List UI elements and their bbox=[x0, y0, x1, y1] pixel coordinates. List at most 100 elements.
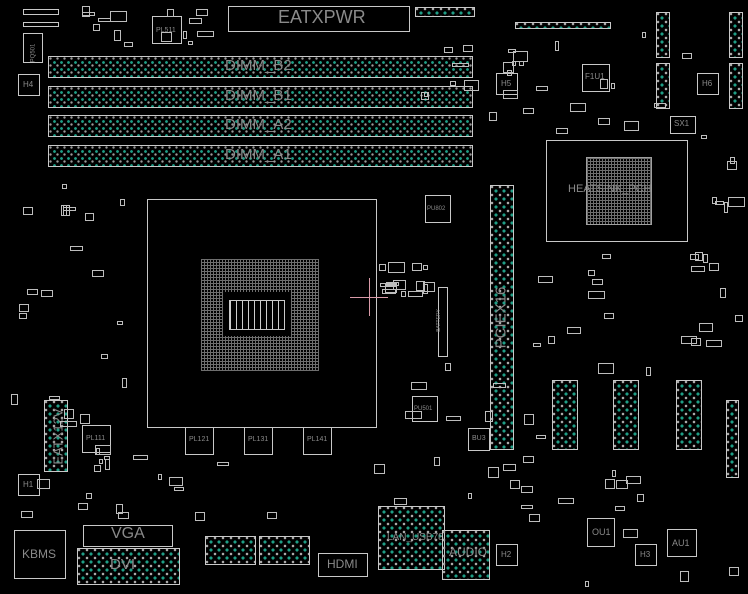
audio-connector[interactable] bbox=[442, 530, 490, 580]
smd-component bbox=[690, 254, 699, 261]
smd-component bbox=[158, 473, 163, 480]
header-top-1[interactable] bbox=[23, 9, 59, 15]
smd-component bbox=[161, 31, 172, 42]
smd-component bbox=[95, 445, 112, 456]
ou1-label: OU1 bbox=[592, 527, 611, 537]
header-top-2[interactable] bbox=[23, 22, 59, 27]
smd-component bbox=[385, 282, 399, 287]
header-top-3[interactable] bbox=[415, 7, 475, 17]
bu3-label: BU3 bbox=[472, 435, 486, 442]
smd-component bbox=[387, 261, 405, 273]
smd-component bbox=[548, 336, 556, 345]
battery-holder[interactable] bbox=[438, 287, 448, 357]
bu3-chip[interactable] bbox=[468, 428, 490, 451]
smd-component bbox=[502, 464, 516, 472]
hdmi-connector[interactable] bbox=[318, 553, 368, 577]
smd-component bbox=[445, 362, 452, 371]
ou1-chip[interactable] bbox=[587, 518, 615, 547]
eatx12v-connector[interactable] bbox=[44, 400, 68, 472]
smd-component bbox=[597, 118, 610, 126]
f1u1-chip[interactable] bbox=[582, 64, 610, 92]
smd-component bbox=[22, 207, 33, 216]
au1-chip[interactable] bbox=[667, 529, 697, 557]
dimm-b2-label: DIMM_B2 bbox=[225, 57, 292, 74]
smd-component bbox=[36, 479, 50, 490]
h3-label: H3 bbox=[640, 550, 651, 559]
lan-usb-label: LAN_USB78 bbox=[387, 532, 444, 543]
smd-component bbox=[712, 196, 718, 204]
pch-chip[interactable] bbox=[586, 157, 652, 225]
dvi-label: DVI bbox=[110, 556, 136, 573]
header-right-2[interactable] bbox=[729, 12, 743, 58]
dimm-slot-b2[interactable] bbox=[48, 56, 473, 78]
mounting-hole-h1[interactable]: H1 bbox=[18, 474, 40, 496]
header-top-4[interactable] bbox=[515, 22, 611, 29]
smd-component bbox=[535, 85, 548, 91]
smd-component bbox=[702, 253, 708, 263]
dimm-slot-a2[interactable] bbox=[48, 115, 473, 137]
pq501-component[interactable] bbox=[23, 33, 43, 63]
dimm-slot-a1[interactable] bbox=[48, 145, 473, 167]
sx1-label: SX1 bbox=[674, 119, 690, 128]
smd-component bbox=[654, 102, 667, 108]
smd-component bbox=[520, 485, 533, 493]
ic-right-2[interactable] bbox=[613, 380, 639, 450]
smd-component bbox=[597, 362, 614, 374]
smd-component bbox=[123, 41, 133, 47]
smd-component bbox=[10, 394, 18, 406]
smd-component bbox=[444, 47, 454, 54]
smd-component bbox=[64, 409, 75, 420]
vga-connector[interactable] bbox=[83, 525, 173, 547]
kbms-connector[interactable] bbox=[14, 530, 66, 579]
usb-connector-1[interactable] bbox=[205, 536, 256, 565]
smd-component bbox=[570, 103, 587, 113]
smd-component bbox=[557, 497, 574, 504]
pl511-label: PL511 bbox=[156, 27, 176, 34]
pu501-chip[interactable] bbox=[412, 396, 438, 422]
mounting-hole-h3[interactable]: H3 bbox=[635, 544, 657, 566]
header-right-1[interactable] bbox=[656, 12, 670, 58]
smd-component bbox=[614, 505, 625, 511]
pl141-inductor[interactable] bbox=[303, 427, 332, 455]
mounting-hole-h6[interactable]: H6 bbox=[697, 73, 719, 95]
smd-component bbox=[189, 18, 203, 25]
smd-component bbox=[506, 69, 512, 76]
smd-component bbox=[423, 284, 429, 295]
smd-component bbox=[381, 288, 396, 294]
header-right-4[interactable] bbox=[729, 63, 743, 109]
smd-component bbox=[615, 480, 628, 490]
smd-component bbox=[462, 45, 473, 53]
smd-component bbox=[694, 252, 703, 262]
smd-component bbox=[624, 120, 640, 131]
pl121-inductor[interactable] bbox=[185, 427, 214, 455]
heatsink-pch-label: HEATSINK_PCH bbox=[568, 183, 652, 195]
smd-component bbox=[592, 278, 604, 285]
smd-component bbox=[556, 128, 569, 135]
pl131-inductor[interactable] bbox=[244, 427, 273, 455]
ic-right-1[interactable] bbox=[552, 380, 578, 450]
mounting-hole-h4[interactable]: H4 bbox=[18, 74, 40, 96]
pl131-label: PL131 bbox=[248, 436, 269, 443]
header-right-3[interactable] bbox=[656, 63, 670, 109]
dimm-slot-b1[interactable] bbox=[48, 86, 473, 108]
sx1-component[interactable] bbox=[670, 116, 696, 134]
smd-component bbox=[485, 411, 494, 422]
heatsink-pch[interactable] bbox=[546, 140, 688, 242]
usb-connector-2[interactable] bbox=[259, 536, 310, 565]
smd-component bbox=[489, 112, 498, 122]
ic-right-3[interactable] bbox=[676, 380, 702, 450]
smd-component bbox=[61, 183, 67, 189]
pl511-inductor[interactable] bbox=[152, 16, 182, 44]
pu802-chip[interactable] bbox=[425, 195, 451, 223]
dvi-connector[interactable] bbox=[77, 548, 180, 585]
smd-component bbox=[625, 475, 641, 484]
lan-usb-connector[interactable] bbox=[378, 506, 445, 570]
hdmi-label: HDMI bbox=[327, 557, 358, 571]
smd-component bbox=[637, 494, 645, 503]
mounting-hole-h2[interactable]: H2 bbox=[496, 544, 518, 566]
smd-component bbox=[524, 413, 535, 425]
eatxpwr-connector[interactable] bbox=[228, 6, 410, 32]
header-right-5[interactable] bbox=[726, 400, 739, 478]
smd-component bbox=[48, 396, 60, 401]
smd-component bbox=[115, 504, 123, 515]
